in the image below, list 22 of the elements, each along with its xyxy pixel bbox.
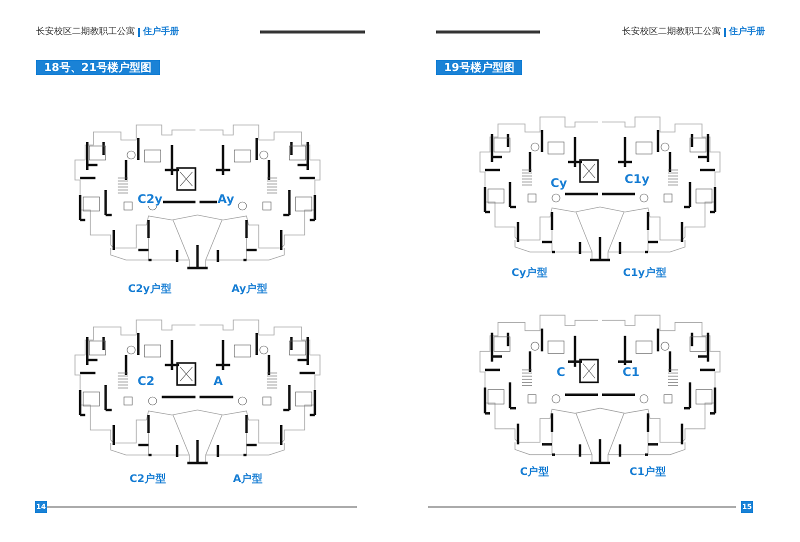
unit-type-caption: Ay户型: [232, 284, 268, 294]
header-subtitle: 住户手册: [143, 28, 179, 37]
section-heading: 18号、21号楼户型图: [36, 60, 160, 75]
section-heading: 19号楼户型图: [436, 60, 522, 75]
header-title: 长安校区二期教职工公寓: [622, 28, 721, 37]
unit-code: A: [212, 374, 224, 388]
unit-type-caption: C1户型: [630, 467, 667, 478]
unit-type-caption: C2y户型: [128, 284, 172, 294]
unit-code: C2y: [136, 192, 164, 206]
unit-code: Cy: [550, 176, 568, 190]
unit-code: C: [556, 365, 566, 379]
header-subtitle: 住户手册: [729, 28, 765, 37]
unit-code: C1: [622, 365, 641, 379]
unit-type-caption: C2户型: [130, 474, 167, 484]
unit-code: C1y: [624, 172, 650, 186]
unit-type-caption: Cy户型: [512, 268, 548, 278]
unit-type-caption: C1y户型: [623, 268, 667, 278]
header-title: 长安校区二期教职工公寓: [36, 28, 135, 37]
unit-code: C2: [136, 374, 156, 388]
unit-type-caption: C户型: [520, 467, 550, 478]
unit-type-caption: A户型: [233, 474, 264, 484]
unit-code: Ay: [216, 192, 236, 206]
